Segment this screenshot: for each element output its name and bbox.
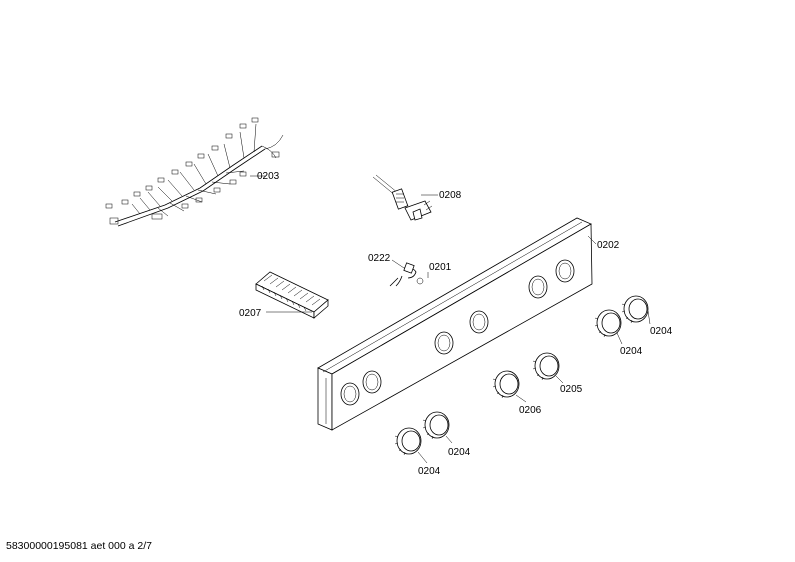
clip-assembly <box>389 259 429 287</box>
label-0207: 0207 <box>239 308 262 319</box>
label-0201: 0201 <box>429 262 452 273</box>
label-0203: 0203 <box>257 171 280 182</box>
label-0204-top-right: 0204 <box>650 326 673 337</box>
label-0204-top-left: 0204 <box>620 346 643 357</box>
label-0204-bottom-left: 0204 <box>418 466 441 477</box>
label-0204-bottom-right: 0204 <box>448 447 471 458</box>
wiring-harness <box>105 117 284 227</box>
label-0205: 0205 <box>560 384 583 395</box>
knob-bottom-right <box>422 411 450 440</box>
label-0222: 0222 <box>368 253 391 264</box>
knob-top-right <box>621 295 649 324</box>
knob-mid-right <box>532 352 560 381</box>
panel-holes <box>340 259 575 406</box>
terminal-block <box>255 271 329 319</box>
knob-bottom-left <box>394 427 422 456</box>
knob-top-left <box>594 309 622 338</box>
knob-mid-left <box>492 370 520 399</box>
document-footer: 58300000195081 aet 000 a 2/7 <box>6 540 152 552</box>
control-panel <box>317 217 597 431</box>
label-0206: 0206 <box>519 405 542 416</box>
label-0208: 0208 <box>439 190 462 201</box>
label-0202: 0202 <box>597 240 620 251</box>
thermostat-switch <box>372 174 438 221</box>
